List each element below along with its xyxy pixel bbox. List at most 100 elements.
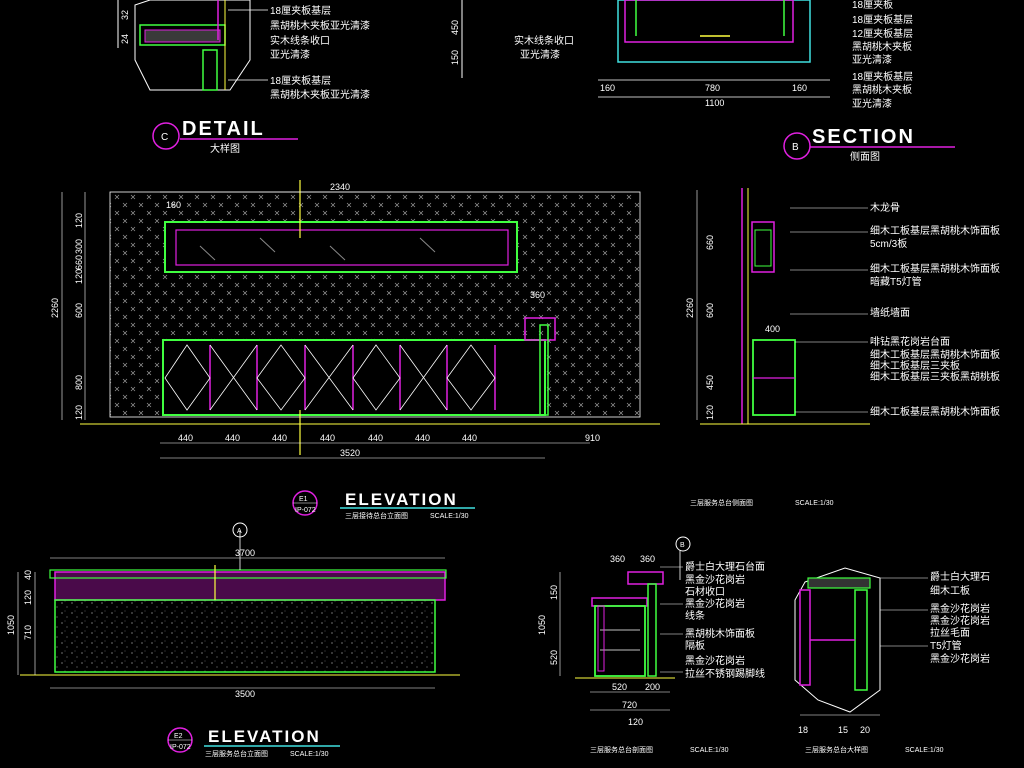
small-caption: 三层服务总台大样图 [805, 745, 868, 754]
small-note-5: 拉丝毛面 [930, 626, 970, 639]
section-subtitle: 侧面图 [850, 150, 880, 163]
e2-title: ELEVATION [208, 727, 321, 746]
section-note-3: 12厘夹板基层 [852, 27, 913, 40]
counter-note-8: 黑金沙花岗岩 [685, 654, 745, 667]
small-note-6: T5灯管 [930, 639, 962, 652]
small-note-2: 细木工板 [930, 584, 970, 597]
detail-note-2: 黑胡桃木夹板亚光清漆 [270, 19, 370, 32]
section-title: SECTION [812, 126, 915, 148]
e2-left-dim-1050: 1050 [6, 615, 16, 635]
elevation-1: 2340 160 360 660 120 300 120 600 2260 80… [50, 180, 660, 520]
e1-subtitle: 三层接待总台立面图 [345, 511, 408, 520]
e1-bottom-dim-4: 440 [320, 433, 335, 443]
side-note-1: 木龙骨 [870, 201, 900, 214]
counter-note-5: 线条 [685, 609, 705, 622]
counter-top-dim-1: 360 [610, 554, 625, 564]
counter-left-dim-150: 150 [549, 585, 559, 600]
detail-view: 24 32 18厘夹板基层 黑胡桃木夹板亚光清漆 实木线条收口 亚光清漆 18厘… [117, 0, 370, 155]
detail-note-1: 18厘夹板基层 [270, 4, 331, 17]
counter-note-3: 石材收口 [685, 585, 725, 598]
e1-bubble-top: E1 [299, 496, 308, 503]
counter-top-dim-2: 360 [640, 554, 655, 564]
counter-note-6: 黑胡桃木饰面板 [685, 627, 755, 640]
section-bottom-dim-160b: 160 [792, 83, 807, 93]
small-detail: 18 15 20 爵士白大理石 细木工板 黑金沙花岗岩 黑金沙花岗岩 拉丝毛面 … [794, 567, 990, 754]
e1-bottom-dim-6: 440 [415, 433, 430, 443]
small-note-7: 黑金沙花岗岩 [930, 652, 990, 665]
section-bottom-dim-780: 780 [705, 83, 720, 93]
detail-note-3: 实木线条收口 [270, 34, 330, 47]
detail-dim-24: 24 [120, 34, 130, 44]
side-note-7: 啡钻黑花岗岩台面 [870, 335, 950, 348]
e1-inner-dim-360: 360 [530, 290, 545, 300]
counter-note-9: 拉丝不锈钢踢脚线 [685, 667, 765, 680]
counter-bottom-dim-200: 200 [645, 682, 660, 692]
detail-dim-32: 32 [120, 10, 130, 20]
side-note-8: 细木工板基层黑胡桃木饰面板 [870, 348, 1000, 361]
e2-subtitle: 三层服务总台立面图 [205, 749, 268, 758]
counter-note-7: 隔板 [685, 639, 705, 652]
small-dim-18: 18 [798, 725, 808, 735]
small-note-3: 黑金沙花岗岩 [930, 602, 990, 615]
section-note-5: 亚光清漆 [852, 53, 892, 66]
counter-bottom-dim-720: 720 [622, 700, 637, 710]
side-note-5: 暗藏T5灯管 [870, 275, 922, 288]
section-note-1: 18厘夹板 [852, 0, 893, 11]
counter-caption: 三层服务总台剖面图 [590, 745, 653, 754]
e1-left-dim-660: 660 [74, 255, 84, 270]
side-note-3: 5cm/3板 [870, 237, 907, 250]
section-left-dim-450: 450 [450, 20, 460, 35]
side-view: 660 2260 600 450 120 400 木龙骨 细木工板基层黑胡桃木饰… [685, 188, 1000, 507]
side-dim-660: 660 [705, 235, 715, 250]
side-dim-2260: 2260 [685, 298, 695, 318]
counter-marker: B [680, 542, 685, 549]
small-scale: SCALE:1/30 [905, 747, 944, 754]
e1-bottom-dim-8: 910 [585, 433, 600, 443]
counter-left-dim-520: 520 [549, 650, 559, 665]
counter-bottom-dim-520: 520 [612, 682, 627, 692]
e1-scale: SCALE:1/30 [430, 513, 469, 520]
e2-left-dim-40: 40 [23, 570, 33, 580]
e1-total-dim: 3520 [340, 448, 360, 458]
e2-top-dim: 3700 [235, 548, 255, 558]
counter-note-4: 黑金沙花岗岩 [685, 597, 745, 610]
side-note-6: 墙纸墙面 [870, 306, 910, 319]
e1-left-dim-600: 600 [74, 303, 84, 318]
e1-left-dim-120c: 120 [74, 405, 84, 420]
small-note-1: 爵士白大理石 [930, 570, 990, 583]
e1-left-dim-120a: 120 [74, 213, 84, 228]
section-note-7: 黑胡桃木夹板 [852, 83, 912, 96]
e2-bubble-top: E2 [174, 733, 183, 740]
e1-bubble-bottom: IP-072 [295, 507, 316, 514]
small-dim-20: 20 [860, 725, 870, 735]
e2-marker: A [237, 528, 242, 535]
section-note-8: 亚光清漆 [852, 97, 892, 110]
section-view: 450 150 实木线条收口 亚光清漆 160 780 160 1100 18厘… [450, 0, 955, 163]
section-note-6: 18厘夹板基层 [852, 70, 913, 83]
detail-bubble [152, 122, 180, 150]
e1-top-dim: 2340 [330, 182, 350, 192]
side-dim-120: 120 [705, 405, 715, 420]
counter-left-dim-1050: 1050 [537, 615, 547, 635]
e1-left-dim-2260: 2260 [50, 298, 60, 318]
detail-note-4: 亚光清漆 [270, 48, 310, 61]
side-dim-600: 600 [705, 303, 715, 318]
side-dim-450: 450 [705, 375, 715, 390]
section-bubble [783, 132, 811, 160]
side-dim-400: 400 [765, 324, 780, 334]
e1-title: ELEVATION [345, 490, 458, 509]
small-note-4: 黑金沙花岗岩 [930, 614, 990, 627]
side-scale: SCALE:1/30 [795, 500, 834, 507]
e2-left-dim-120: 120 [23, 590, 33, 605]
e1-bottom-dim-7: 440 [462, 433, 477, 443]
section-left-note-1: 实木线条收口 [514, 34, 574, 47]
section-bottom-dim-1100: 1100 [705, 98, 724, 108]
side-note-2: 细木工板基层黑胡桃木饰面板 [870, 224, 1000, 237]
counter-bottom-dim-120: 120 [628, 717, 643, 727]
detail-title: DETAIL [182, 118, 265, 140]
counter-note-2: 黑金沙花岗岩 [685, 573, 745, 586]
section-note-4: 黑胡桃木夹板 [852, 40, 912, 53]
side-caption: 三层服务总台侧面图 [690, 498, 753, 507]
counter-scale: SCALE:1/30 [690, 747, 729, 754]
